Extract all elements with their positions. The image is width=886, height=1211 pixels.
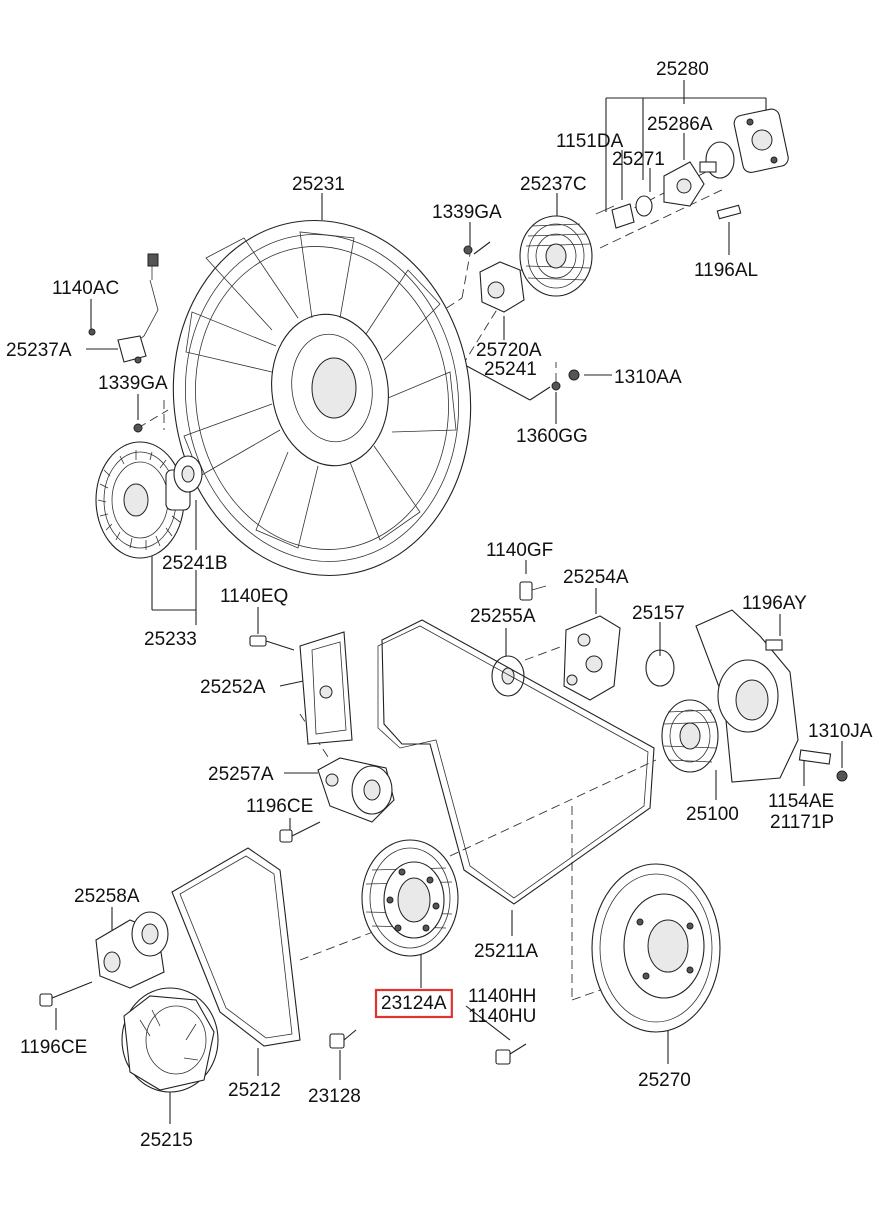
label-25231[interactable]: 25231 <box>292 174 345 195</box>
label-1154ae[interactable]: 1154AE <box>768 791 834 812</box>
label-25255a[interactable]: 25255A <box>470 606 536 627</box>
label-25271[interactable]: 25271 <box>612 149 665 170</box>
label-25211a[interactable]: 25211A <box>474 941 538 962</box>
label-23124a[interactable]: 23124A <box>381 993 447 1014</box>
leader-lines <box>55 80 843 1124</box>
label-25237c[interactable]: 25237C <box>520 174 587 195</box>
sensor-bracket <box>88 253 159 433</box>
label-25212[interactable]: 25212 <box>228 1080 281 1101</box>
label-25241[interactable]: 25241 <box>484 359 537 380</box>
label-1140eq[interactable]: 1140EQ <box>220 586 288 607</box>
label-21171p[interactable]: 21171P <box>770 812 834 833</box>
fan-assembly <box>172 219 472 577</box>
label-1196ce-mid[interactable]: 1196CE <box>246 796 313 817</box>
label-1196al[interactable]: 1196AL <box>694 260 758 281</box>
label-1140gf[interactable]: 1140GF <box>486 540 553 561</box>
fan-pulley-bracket <box>463 215 593 313</box>
label-25233[interactable]: 25233 <box>144 629 197 650</box>
label-25280[interactable]: 25280 <box>656 59 709 80</box>
label-1310aa[interactable]: 1310AA <box>614 367 682 388</box>
tensioner-25257a <box>279 757 395 843</box>
selected-part-highlight <box>374 988 453 1019</box>
label-1339ga-left[interactable]: 1339GA <box>98 373 168 394</box>
bolts-lower <box>329 1029 527 1065</box>
label-25157[interactable]: 25157 <box>632 603 685 624</box>
label-25720a[interactable]: 25720A <box>476 340 542 361</box>
label-25258a[interactable]: 25258A <box>74 886 140 907</box>
label-25257a[interactable]: 25257A <box>208 764 274 785</box>
fan-clutch <box>95 441 203 559</box>
label-1196ay[interactable]: 1196AY <box>742 593 807 614</box>
lower-left-assembly <box>39 911 219 1093</box>
water-pump <box>645 609 848 783</box>
label-25237a[interactable]: 25237A <box>6 340 72 361</box>
crank-pulley <box>361 839 459 957</box>
label-25215[interactable]: 25215 <box>140 1130 193 1151</box>
label-25270[interactable]: 25270 <box>638 1070 691 1091</box>
damper-25270 <box>591 863 721 1033</box>
label-25252a[interactable]: 25252A <box>200 677 266 698</box>
label-1339ga-top[interactable]: 1339GA <box>432 202 502 223</box>
label-1360gg[interactable]: 1360GG <box>516 426 588 447</box>
label-1140hu[interactable]: 1140HU <box>468 1006 536 1027</box>
nut-1310aa <box>568 369 580 381</box>
label-25286a[interactable]: 25286A <box>647 114 713 135</box>
washer-1360gg <box>551 381 561 391</box>
belts <box>171 619 655 1047</box>
label-1140ac[interactable]: 1140AC <box>52 278 119 299</box>
label-23128[interactable]: 23128 <box>308 1086 361 1107</box>
label-25254a[interactable]: 25254A <box>563 567 629 588</box>
label-1310ja[interactable]: 1310JA <box>808 721 873 742</box>
bracket-25252a <box>249 631 353 745</box>
label-1196ce-low[interactable]: 1196CE <box>20 1037 87 1058</box>
label-25100[interactable]: 25100 <box>686 804 739 825</box>
label-1140hh[interactable]: 1140HH <box>468 986 536 1007</box>
tensioner-assembly <box>491 581 621 701</box>
idler-assembly-25280 <box>595 108 789 229</box>
label-25241b[interactable]: 25241B <box>162 553 228 574</box>
label-1151da[interactable]: 1151DA <box>556 131 624 152</box>
